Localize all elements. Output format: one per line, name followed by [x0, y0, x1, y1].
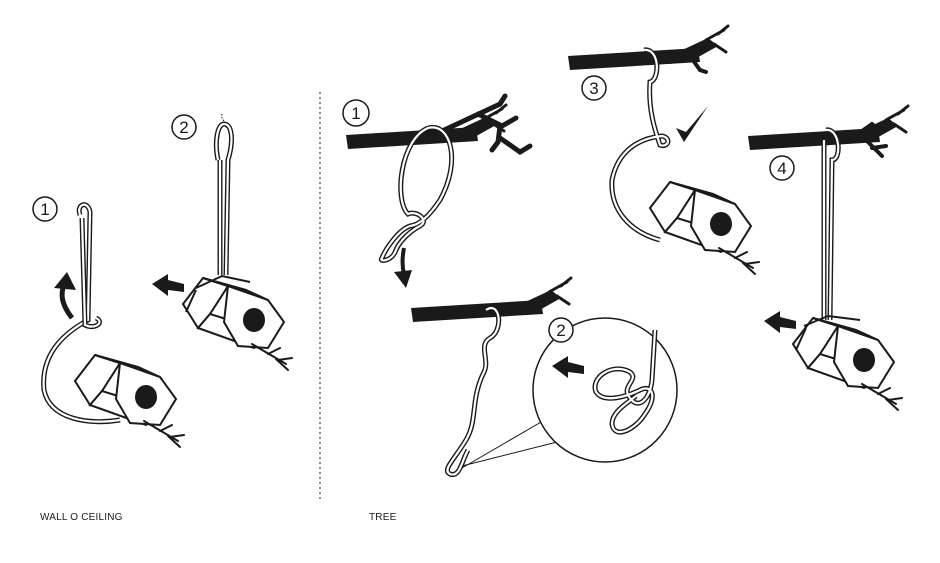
tree-step-4: 4 — [746, 104, 910, 411]
tree-step-2: 2 — [409, 276, 678, 477]
step-number-badge: 3 — [581, 75, 607, 101]
step-number: 2 — [179, 118, 188, 137]
step-number: 2 — [556, 321, 565, 340]
tree-step-1: 1 — [342, 93, 533, 288]
push-arrow-icon — [152, 274, 184, 296]
wall-step-1: 1 — [32, 196, 185, 448]
step-number-badge: 2 — [548, 317, 574, 343]
curved-arrow-up-icon — [59, 284, 75, 320]
step-number: 1 — [351, 104, 360, 123]
section-caption-tree: TREE — [369, 512, 397, 523]
tree-step-3: 3 — [566, 24, 760, 275]
step-number-badge: 2 — [171, 114, 197, 140]
step-number: 3 — [589, 79, 598, 98]
step-number: 4 — [777, 159, 786, 178]
birdhouse-icon — [74, 354, 185, 448]
birdhouse-icon — [649, 181, 760, 275]
checkmark-icon — [676, 106, 708, 142]
rope-icon — [444, 305, 502, 477]
step-number-badge: 1 — [342, 99, 370, 127]
birdhouse-icon — [182, 277, 293, 371]
step-number-badge: 1 — [32, 196, 58, 222]
birdhouse-icon — [792, 317, 903, 411]
hanging-point-icon — [221, 113, 227, 129]
push-arrow-icon — [764, 311, 796, 333]
detail-magnifier — [532, 317, 678, 463]
callout-pointer — [461, 417, 566, 469]
wall-step-2: 2 — [152, 113, 293, 371]
branch-icon — [409, 276, 573, 324]
arrow-down-icon — [400, 247, 406, 275]
step-number-badge: 4 — [769, 155, 795, 181]
push-arrow-icon — [552, 356, 584, 378]
step-number: 1 — [40, 200, 49, 219]
section-caption-wall: WALL O CEILING — [40, 512, 123, 523]
